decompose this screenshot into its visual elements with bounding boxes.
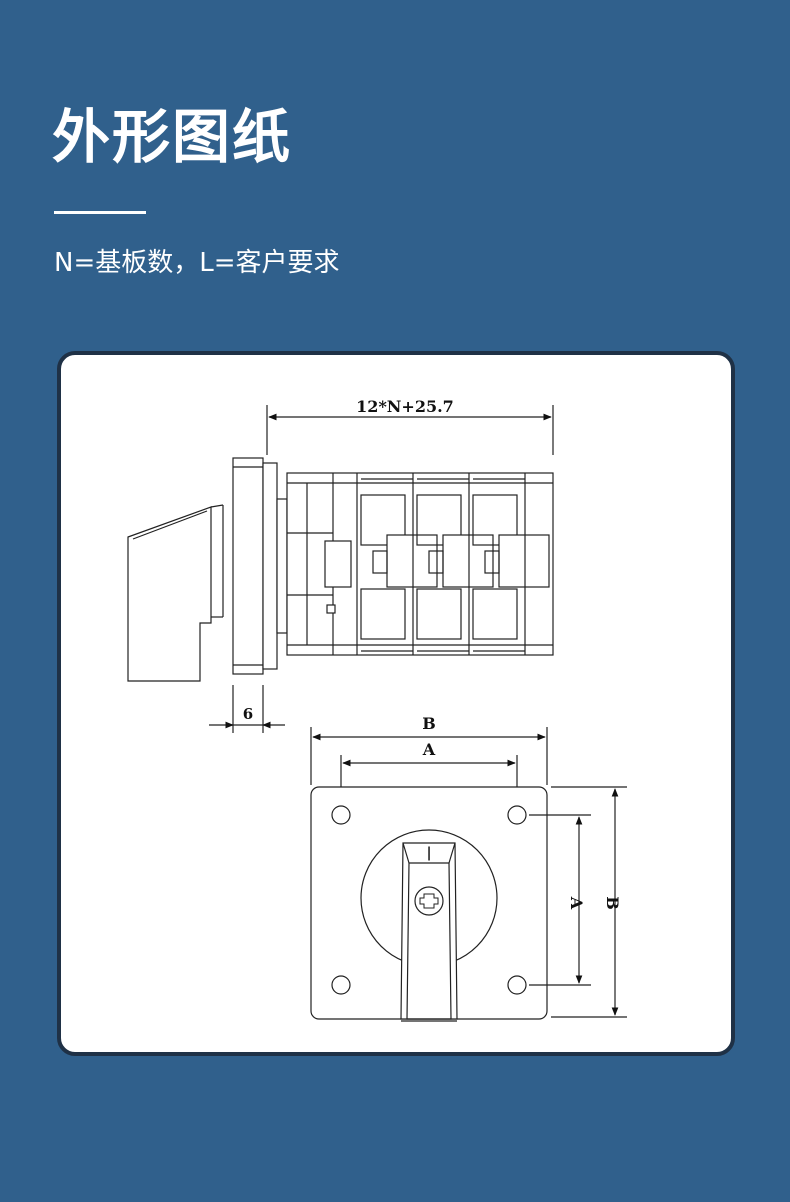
outer-height-dimension [551, 786, 627, 1018]
outer-width-label: B [422, 714, 436, 733]
switch-body [286, 472, 554, 656]
drawing-card: 12*N+25.7 6 [57, 351, 735, 1056]
contact-deck-3 [472, 478, 550, 652]
handle-front [400, 842, 458, 1022]
outer-height-label: B [603, 896, 622, 910]
mount-hole-top-right [507, 805, 527, 825]
hole-height-label: A [567, 896, 586, 910]
mount-flange [232, 457, 288, 675]
mount-hole-bottom-right [507, 975, 527, 995]
technical-drawing: 12*N+25.7 6 [127, 397, 627, 1022]
title-underline [54, 211, 146, 214]
page-subtitle: N=基板数，L=客户要求 [54, 248, 340, 278]
hole-height-dimension [529, 814, 591, 986]
side-view [127, 405, 554, 733]
mount-hole-bottom-left [331, 975, 351, 995]
handle-side [127, 504, 224, 682]
length-label: 12*N+25.7 [356, 397, 454, 416]
page-title: 外形图纸 [52, 103, 293, 171]
length-dimension [266, 405, 554, 455]
outer-width-dimension [310, 727, 548, 785]
panel-thickness-label: 6 [243, 705, 253, 723]
handle-position-mark: | [426, 845, 431, 861]
screw-icon [414, 886, 444, 916]
front-view [310, 727, 627, 1022]
mount-hole-top-left [331, 805, 351, 825]
hole-width-label: A [422, 740, 436, 759]
panel-dimension [209, 685, 285, 733]
